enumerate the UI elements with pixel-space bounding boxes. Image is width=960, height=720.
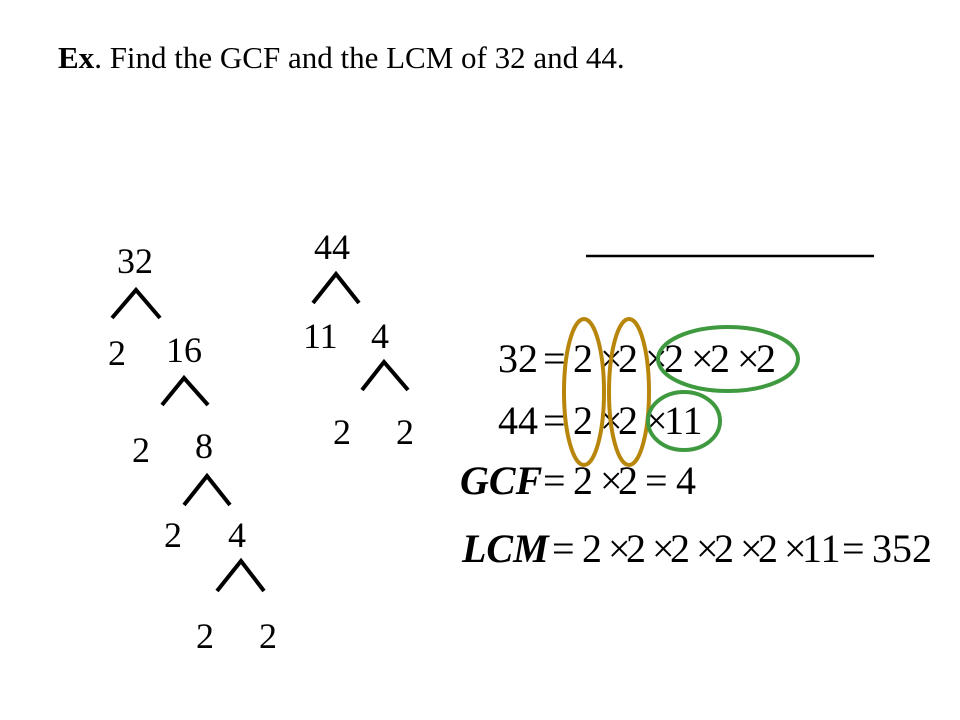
eq44-factor-2: 2 (618, 398, 638, 443)
tree44-branch-1 (311, 270, 361, 305)
lcm-equation: LCM = 2 × 2 × 2 × 2 × 2 × 11 = 352 (461, 526, 932, 571)
factor-tree-44: 44 11 4 2 2 (303, 227, 414, 452)
tree44-branch-2 (360, 358, 410, 392)
extra-factor-44-oval (646, 390, 722, 452)
title-text: . Find the GCF and the LCM of 32 and 44. (94, 40, 625, 75)
lcm-label: LCM (461, 526, 550, 571)
eq44-equals: = (543, 398, 566, 443)
eq32-equals: = (543, 336, 566, 381)
gcf-equation: GCF = 2 × 2 = 4 (460, 458, 696, 503)
tree32-leaf-4b: 2 (259, 616, 277, 656)
lcm-times-5: × (784, 526, 807, 571)
eq32-factor-3: 2 (664, 336, 684, 381)
tree44-leaf-2b: 2 (396, 412, 414, 452)
extra-factors-32-oval (656, 325, 800, 393)
gcf-equals-2: = (645, 458, 668, 503)
common-factor-oval-2 (607, 317, 651, 467)
tree44-root: 44 (314, 227, 350, 267)
eq44-factor-3: 11 (664, 398, 703, 443)
tree32-leaf-2: 2 (132, 430, 150, 470)
gcf-equals: = (543, 458, 566, 503)
gcf-factor-2: 2 (618, 458, 638, 503)
lcm-factor-1: 2 (582, 526, 602, 571)
lcm-equals-2: = (842, 526, 865, 571)
eq32-factor-1: 2 (573, 336, 593, 381)
gcf-factor-1: 2 (573, 458, 593, 503)
tree32-branch-1 (110, 286, 162, 320)
lcm-times-3: × (696, 526, 719, 571)
tree32-node-16: 16 (166, 330, 202, 370)
equation-32: 32 = 2 × 2 × 2 × 2 × 2 (498, 336, 776, 381)
eq32-factor-5: 2 (756, 336, 776, 381)
tree32-branch-3 (182, 472, 232, 507)
eq32-lhs: 32 (498, 336, 538, 381)
tree32-node-8: 8 (195, 426, 213, 466)
lcm-factor-2: 2 (626, 526, 646, 571)
tree32-branch-4 (215, 557, 266, 593)
lcm-result: 352 (872, 526, 932, 571)
gcf-label: GCF (460, 458, 543, 503)
tree32-root: 32 (117, 241, 153, 281)
tree32-leaf-3: 2 (164, 515, 182, 555)
lcm-factor-3: 2 (670, 526, 690, 571)
eq32-times-4: × (737, 336, 760, 381)
lcm-times-1: × (608, 526, 631, 571)
factor-tree-32: 32 2 16 2 8 2 4 2 2 (108, 241, 277, 656)
lcm-factor-6: 11 (802, 526, 841, 571)
eq32-times-3: × (691, 336, 714, 381)
tree44-leaf-2a: 2 (333, 412, 351, 452)
tree44-leaf-11: 11 (303, 316, 338, 356)
eq44-factor-1: 2 (573, 398, 593, 443)
slide-title: Ex. Find the GCF and the LCM of 32 and 4… (58, 40, 625, 76)
gcf-result: 4 (676, 458, 696, 503)
eq44-lhs: 44 (498, 398, 538, 443)
tree32-leaf-1: 2 (108, 333, 126, 373)
lcm-factor-4: 2 (714, 526, 734, 571)
lcm-times-4: × (740, 526, 763, 571)
gcf-times: × (600, 458, 623, 503)
tree32-leaf-4a: 2 (196, 616, 214, 656)
tree44-node-4: 4 (371, 316, 389, 356)
title-prefix: Ex (58, 40, 95, 75)
lcm-times-2: × (652, 526, 675, 571)
tree32-node-4: 4 (228, 515, 246, 555)
eq32-factor-2: 2 (618, 336, 638, 381)
tree32-branch-2 (160, 374, 210, 407)
lcm-equals: = (552, 526, 575, 571)
lcm-factor-5: 2 (758, 526, 778, 571)
eq32-factor-4: 2 (710, 336, 730, 381)
common-factor-oval-1 (562, 317, 606, 467)
